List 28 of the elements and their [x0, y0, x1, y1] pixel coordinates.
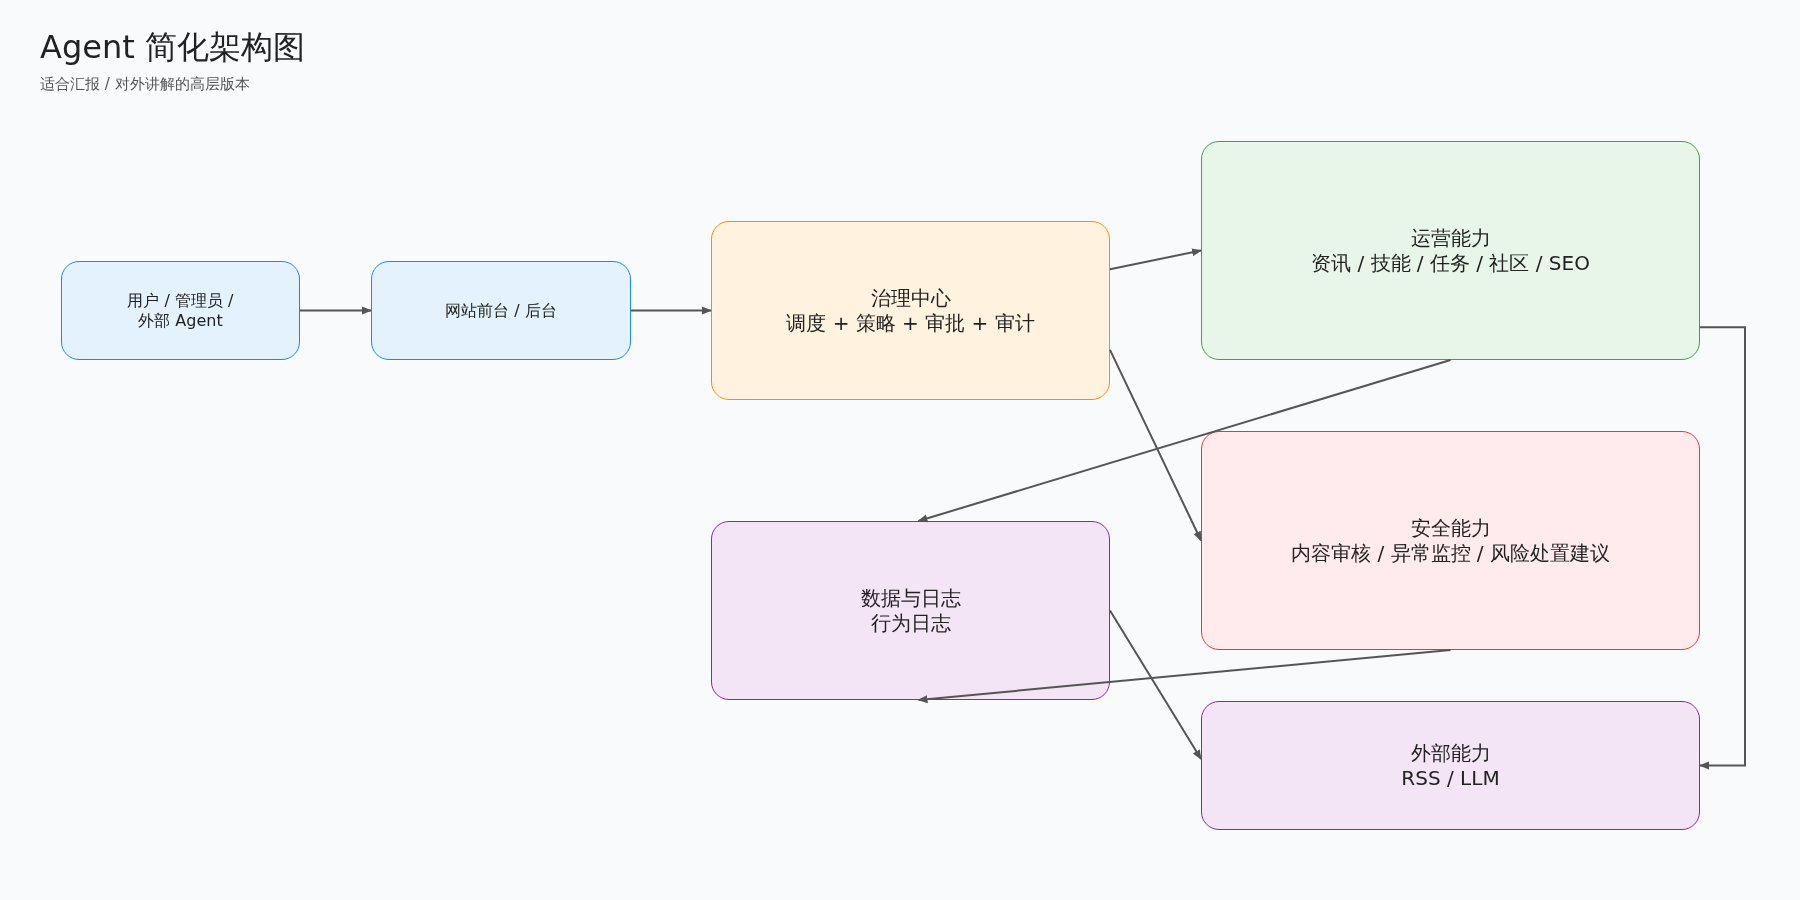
arrow: [1699, 326, 1746, 770]
arrow: [1109, 609, 1202, 761]
node-text: 治理中心: [870, 285, 951, 311]
arrow: [630, 306, 712, 315]
node-text: 安全能力: [1410, 515, 1491, 541]
process-box: [1201, 431, 1700, 650]
arrow: [1109, 348, 1202, 542]
subtitle: 适合汇报 / 对外讲解的高层版本: [40, 75, 250, 94]
node-text: 数据与日志: [860, 585, 961, 611]
node-text: 网站前台 / 后台: [445, 300, 557, 321]
process-box: [711, 221, 1110, 400]
node-text: 调度 + 策略 + 审批 + 审计: [786, 310, 1035, 336]
node-text: 资讯 / 技能 / 任务 / 社区 / SEO: [1311, 250, 1590, 276]
process-box: [1201, 141, 1700, 360]
process-box: [61, 261, 300, 360]
process-box: [371, 261, 631, 360]
process-box: [711, 521, 1110, 700]
node-text: 内容审核 / 异常监控 / 风险处置建议: [1291, 540, 1610, 566]
node-text: RSS / LLM: [1401, 765, 1500, 791]
arrow: [1109, 248, 1202, 271]
arrow: [299, 306, 372, 315]
node-text: 用户 / 管理员 / 外部 Agent: [126, 290, 235, 331]
node-text: 行为日志: [870, 610, 951, 636]
diagram-title: Agent 简化架构图: [40, 27, 305, 68]
process-box: [1201, 701, 1700, 830]
node-text: 运营能力: [1410, 225, 1491, 251]
node-text: 外部能力: [1410, 740, 1491, 766]
arrow: [917, 359, 1452, 523]
